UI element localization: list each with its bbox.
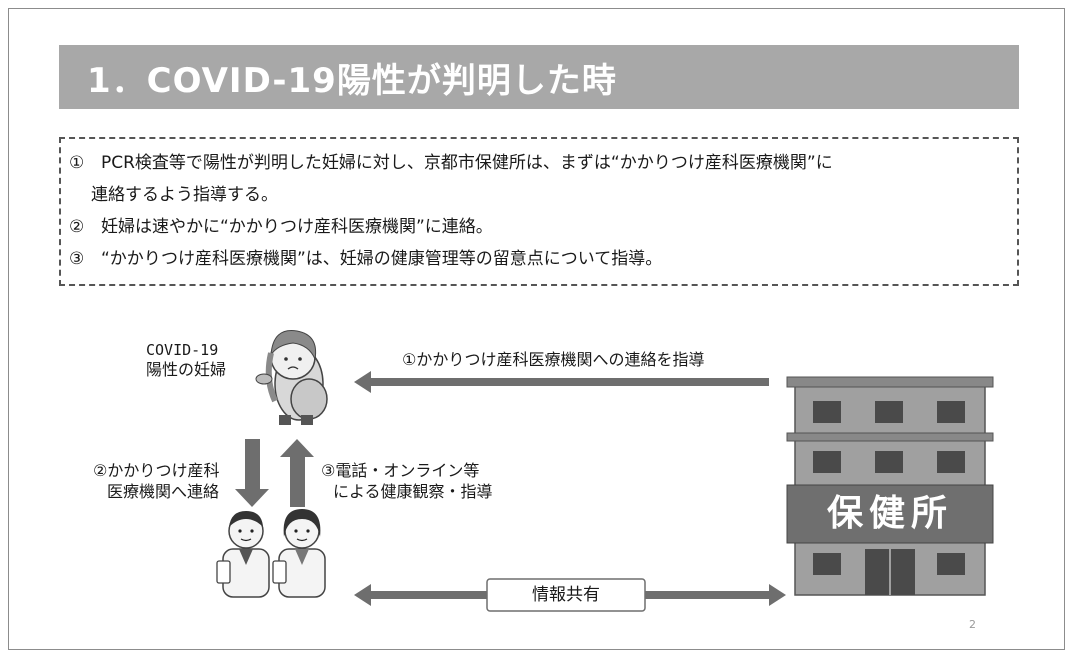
doctors-icon (216, 509, 326, 598)
pregnant-woman-icon (255, 330, 328, 425)
step-number: ③ (69, 249, 85, 269)
step-3: ③ “かかりつけ産科医療機関”は、妊婦の健康管理等の留意点について指導。 (69, 243, 1007, 275)
step-1-continuation: 連絡するよう指導する。 (91, 185, 278, 205)
arrow-guidance (354, 371, 769, 393)
step-number: ② (69, 217, 85, 237)
page-title: 1．COVID-19陽性が判明した時 (87, 60, 617, 101)
info-sharing-box (486, 578, 646, 612)
steps-box: ① PCR検査等で陽性が判明した妊婦に対し、京都市保健所は、まずは“かかりつけ産科… (59, 137, 1019, 286)
title-bar: 1．COVID-19陽性が判明した時 (59, 45, 1019, 109)
flow-diagram (216, 330, 994, 612)
contact-clinic-label-line2: 医療機関へ連絡 (107, 482, 220, 501)
step-text: “かかりつけ産科医療機関”は、妊婦の健康管理等の留意点について指導。 (101, 249, 663, 269)
step-2: ② 妊婦は速やかに“かかりつけ産科医療機関”に連絡。 (69, 211, 1007, 243)
step-text: PCR検査等で陽性が判明した妊婦に対し、京都市保健所は、まずは“かかりつけ産科医… (101, 153, 833, 173)
patient-label-line1: COVID-19 (146, 341, 219, 359)
guidance-arrow-label: ①かかりつけ産科医療機関への連絡を指導 (402, 350, 705, 369)
step-number: ① (69, 153, 85, 173)
patient-label-line2: 陽性の妊婦 (146, 360, 227, 379)
observation-label-line2: による健康観察・指導 (333, 482, 493, 501)
observation-label-line1: ③電話・オンライン等 (321, 461, 480, 480)
arrow-contact-clinic (235, 439, 269, 507)
health-center-sign: 保健所 (826, 493, 953, 534)
contact-clinic-label-line1: ②かかりつけ産科 (93, 461, 220, 480)
page-number: 2 (969, 618, 976, 631)
info-sharing-label: 情報共有 (532, 585, 600, 605)
step-1: ① PCR検査等で陽性が判明した妊婦に対し、京都市保健所は、まずは“かかりつけ産科… (69, 147, 1007, 179)
health-center-building-icon (786, 376, 994, 596)
arrow-health-observation (280, 439, 314, 507)
slide: 1．COVID-19陽性が判明した時 ① PCR検査等で陽性が判明した妊婦に対し、… (8, 8, 1065, 650)
step-text: 妊婦は速やかに“かかりつけ産科医療機関”に連絡。 (101, 217, 493, 237)
